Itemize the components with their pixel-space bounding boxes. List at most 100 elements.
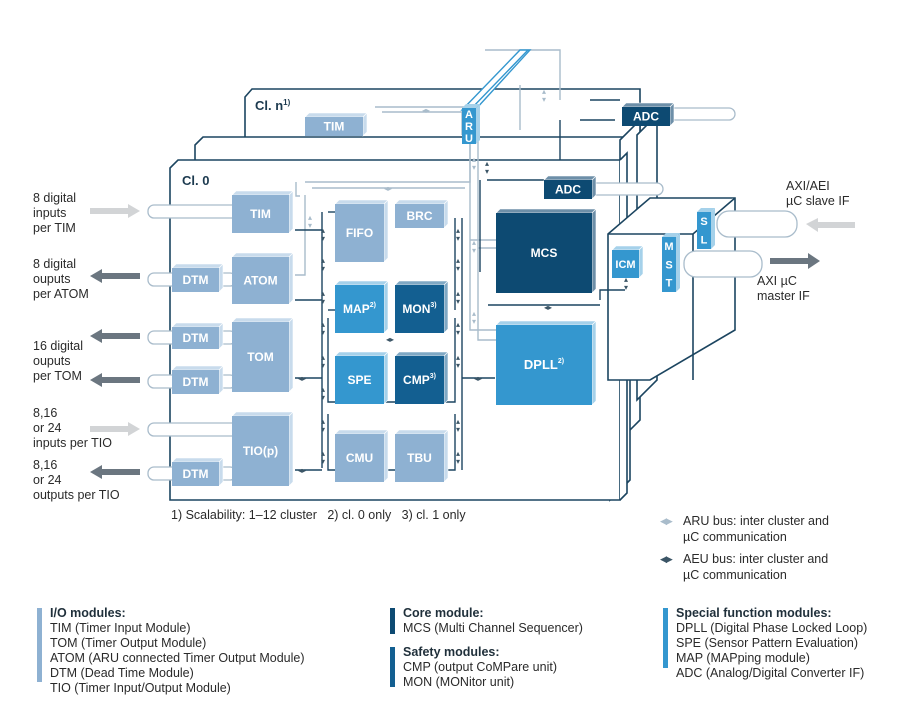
svg-text:▴: ▴ <box>321 226 325 235</box>
svg-text:▾: ▾ <box>321 457 325 466</box>
module-map-label: MAP2) <box>343 302 376 316</box>
module-dtm-tom-1-face <box>172 327 219 349</box>
svg-text:◂▸: ◂▸ <box>422 106 430 115</box>
module-aru-letter: R <box>465 121 473 133</box>
module-mon-face <box>395 285 444 333</box>
module-adc-cluster-n-label: ADC <box>633 110 659 124</box>
module-tim-face <box>232 195 289 233</box>
module-dtm-tio-label: DTM <box>183 467 209 481</box>
module-tim-cluster-n-top-face <box>304 112 368 118</box>
svg-text:▴: ▴ <box>542 87 546 96</box>
module-dtm-tio-side-face <box>218 457 224 487</box>
modules-layer: TIMTIMATOMDTMTOMDTMDTMTIO(p)DTMFIFOBRCMA… <box>171 102 715 487</box>
module-dpll-side-face <box>591 320 597 406</box>
svg-text:▴: ▴ <box>321 256 325 265</box>
svg-text:▾: ▾ <box>456 361 460 370</box>
svg-text:▴: ▴ <box>472 155 476 164</box>
module-atom: ATOM <box>231 252 294 305</box>
module-atom-top-face <box>231 252 294 258</box>
module-mst-letter: S <box>665 259 672 271</box>
module-tim-cluster-n-face <box>305 117 363 136</box>
module-tim-cluster-n-label: TIM <box>324 120 345 134</box>
svg-text:▾: ▾ <box>624 283 628 292</box>
module-cmu-label: CMU <box>346 451 373 465</box>
module-cmu-top-face <box>334 429 389 435</box>
module-dtm-tom-1-top-face <box>171 322 224 328</box>
module-cmp-top-face <box>394 351 449 357</box>
module-spe: SPE <box>334 351 389 405</box>
module-mcs-top-face <box>495 208 597 214</box>
cluster-mid-plane <box>194 136 641 160</box>
svg-text:▴: ▴ <box>321 353 325 362</box>
tio-input-arrow <box>90 422 140 436</box>
module-adc-cluster-n: ADC <box>621 102 675 127</box>
svg-text:▴: ▴ <box>321 449 325 458</box>
module-brc-side-face <box>443 199 449 229</box>
svg-text:▴: ▴ <box>456 289 460 298</box>
module-dtm-tom-1-side-face <box>218 322 224 350</box>
svg-text:◂▸: ◂▸ <box>384 184 392 193</box>
module-sl-letter: L <box>701 235 708 247</box>
svg-text:▾: ▾ <box>472 317 476 326</box>
module-dtm-tio: DTM <box>171 457 224 487</box>
legend-core-module: Core module: MCS (Multi Channel Sequence… <box>390 606 583 636</box>
module-atom-face <box>232 257 289 304</box>
module-adc-cluster-n-face <box>622 107 670 126</box>
svg-text:◂▸: ◂▸ <box>544 303 552 312</box>
module-mon: MON3) <box>394 280 449 334</box>
svg-text:▾: ▾ <box>321 328 325 337</box>
module-fifo-top-face <box>334 199 389 205</box>
svg-text:▾: ▾ <box>308 221 312 230</box>
svg-text:▾: ▾ <box>456 264 460 273</box>
module-mst-top-face <box>662 233 680 237</box>
module-mst-face <box>662 237 676 292</box>
module-dtm-atom-top-face <box>171 263 224 269</box>
footnote: 1) Scalability: 1–12 cluster 2) cl. 0 on… <box>171 508 466 522</box>
module-adc-cluster-0-label: ADC <box>555 183 581 197</box>
module-icm-face <box>612 250 639 278</box>
module-fifo-side-face <box>383 199 389 263</box>
module-adc-cluster-0: ADC <box>543 175 597 200</box>
module-dtm-tom-2-label: DTM <box>183 375 209 389</box>
module-sl: SL <box>697 208 715 249</box>
module-cmp: CMP3) <box>394 351 449 405</box>
module-tim-label: TIM <box>250 207 271 221</box>
io-arrows <box>90 204 855 479</box>
module-cmp-side-face <box>443 351 449 405</box>
aeu-bus-arrow-icon: ◀▶ <box>660 554 673 564</box>
svg-text:▾: ▾ <box>321 264 325 273</box>
module-tbu-side-face <box>443 429 449 483</box>
svg-text:▾: ▾ <box>542 95 546 104</box>
svg-text:▴: ▴ <box>456 226 460 235</box>
module-tim-cluster-n-side-face <box>362 112 368 137</box>
tom-output-arrow-2 <box>90 373 140 387</box>
svg-text:▴: ▴ <box>321 320 325 329</box>
svg-text:▾: ▾ <box>485 167 489 176</box>
module-dpll-label: DPLL2) <box>524 357 564 372</box>
module-mon-label: MON3) <box>402 302 436 316</box>
module-adc-cluster-0-top-face <box>543 175 597 181</box>
module-cmu-face <box>335 434 384 482</box>
module-icm: ICM <box>611 245 644 279</box>
module-atom-label: ATOM <box>243 274 277 288</box>
module-adc-cluster-0-face <box>544 180 592 199</box>
svg-text:▴: ▴ <box>472 309 476 318</box>
module-sl-side-face <box>711 208 715 249</box>
module-mcs: MCS <box>495 208 597 294</box>
svg-text:▾: ▾ <box>456 234 460 243</box>
module-mcs-side-face <box>591 208 597 294</box>
module-fifo: FIFO <box>334 199 389 263</box>
module-dtm-atom-side-face <box>218 263 224 293</box>
svg-text:▴: ▴ <box>456 256 460 265</box>
module-sl-top-face <box>697 208 715 212</box>
svg-text:▾: ▾ <box>321 361 325 370</box>
module-dtm-atom: DTM <box>171 263 224 293</box>
svg-text:◂▸: ◂▸ <box>474 374 482 383</box>
svg-text:▴: ▴ <box>456 417 460 426</box>
module-cmp-label: CMP3) <box>403 373 436 387</box>
module-brc-top-face <box>394 199 449 205</box>
